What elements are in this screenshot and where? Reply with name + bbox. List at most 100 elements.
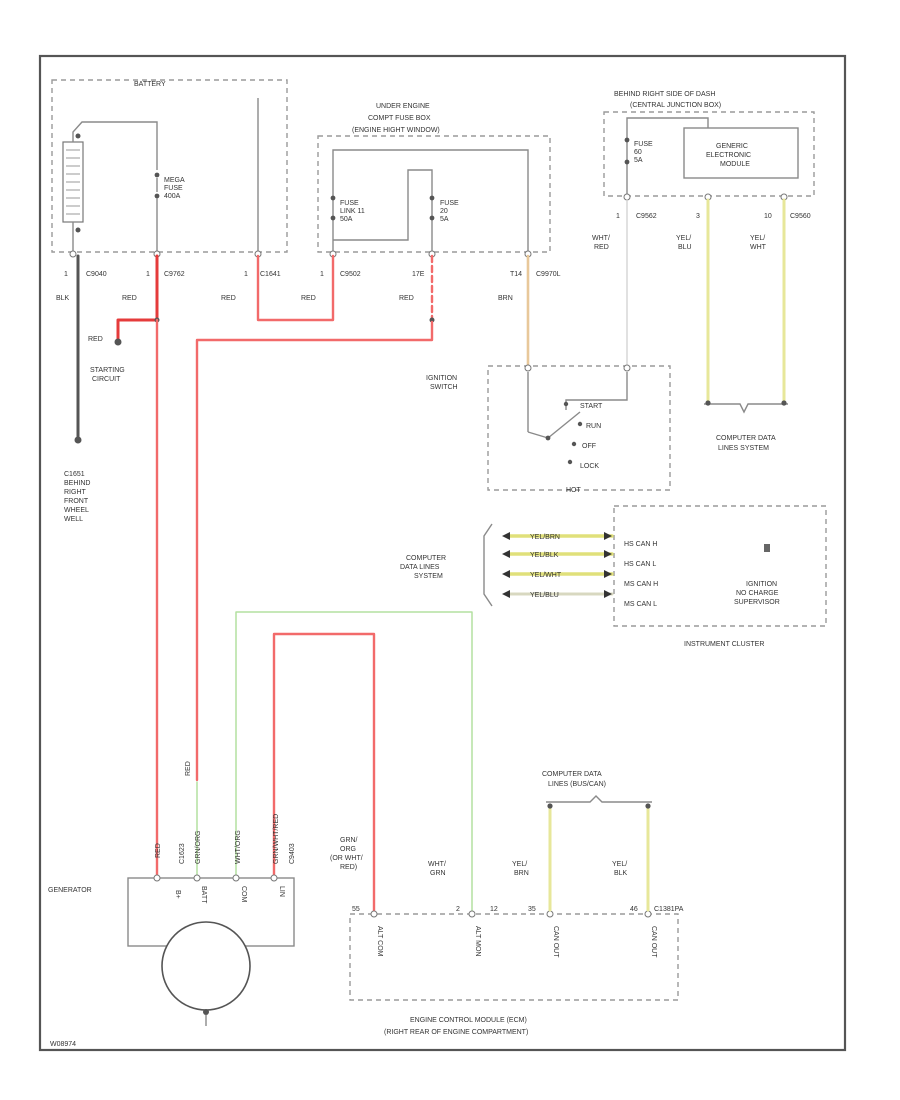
ecm-pin-num-5: 46 — [630, 906, 638, 913]
grn-connector-label: C9403 — [289, 843, 296, 864]
ecm-pin-num-4: 35 — [528, 906, 536, 913]
ecm-pin-alt-mon: ALT MON — [474, 926, 481, 956]
brn-wire-label: BRN — [498, 295, 513, 302]
underhood-fusebox-group: UNDER ENGINE COMPT FUSE BOX (ENGINE HIGH… — [317, 103, 551, 258]
alt-com-red-wire — [272, 632, 376, 914]
ecm-title-1: ENGINE CONTROL MODULE (ECM) — [410, 1017, 527, 1024]
red-wire-label-1: RED — [122, 295, 137, 302]
generator-label: GENERATOR — [48, 887, 92, 894]
red-top-label: RED — [185, 761, 192, 776]
red-gen-label: RED — [155, 843, 162, 858]
cluster-wire-3: YEL/WHT — [530, 572, 562, 579]
starting-red-label: RED — [88, 336, 103, 343]
grn-wht-gen-label: GRN/WHT/RED — [273, 814, 280, 864]
instrument-cluster-title: INSTRUMENT CLUSTER — [684, 641, 764, 648]
wht-org-gen-label: WHT/ORG — [235, 830, 242, 864]
yel-blu-label: YEL/BLU — [676, 235, 692, 251]
ignition-switch-box — [487, 365, 671, 491]
fusebox-box — [317, 135, 551, 253]
diagram-frame — [38, 54, 847, 1052]
yel-brn-ecm-label: YEL/BRN — [512, 861, 529, 877]
gem-module — [683, 127, 799, 179]
battery-pin-3: 1 — [244, 271, 248, 278]
fuse20-generator-red-wire — [195, 320, 434, 782]
ecm-pin-num-3: 12 — [490, 906, 498, 913]
junction-pin-1: 1 — [616, 213, 620, 220]
wht-grn-label: WHT/GRN — [428, 861, 446, 877]
junction-pin-3: 10 — [764, 213, 772, 220]
wht-red-label: WHT/RED — [592, 235, 610, 251]
diagram-code: W08974 — [50, 1041, 76, 1048]
ecm-group: 55 2 12 35 46 C1381PA ALT COM ALT MON CA… — [349, 906, 684, 1036]
charge-indicator-icon — [764, 544, 770, 552]
generator-pin-com: COM — [240, 886, 247, 903]
fuselink-red-wire — [256, 254, 335, 322]
grn-org-label: GRN/ORG(OR WHT/RED) — [330, 837, 363, 871]
battery-pin-2: 1 — [146, 271, 150, 278]
ignition-pos-run: RUN — [586, 423, 601, 430]
ecm-box — [349, 913, 679, 1001]
grn-gen-label: GRN/ORG — [195, 831, 202, 864]
fusebox-connector-1: C9502 — [340, 271, 361, 278]
fusebox-title-2: COMPT FUSE BOX — [368, 115, 431, 122]
ecm-title-2: (RIGHT REAR OF ENGINE COMPARTMENT) — [384, 1029, 528, 1036]
red-wire-label-4: RED — [399, 295, 414, 302]
cluster-wire-2: YEL/BLK — [530, 552, 559, 559]
ignition-pos-off: OFF — [582, 443, 596, 450]
fusebox-pin-2: 17E — [412, 271, 425, 278]
ecm-pin-num-2: 2 — [456, 906, 460, 913]
junction-pin-2: 3 — [696, 213, 700, 220]
fusebox-connector-2: C9970L — [536, 271, 561, 278]
yel-blk-ecm-label: YEL/BLK — [612, 861, 628, 877]
alt-mon-green-wire — [235, 611, 473, 913]
junction-connector-1: C9562 — [636, 213, 657, 220]
ecm-connector-label: C1381PA — [654, 906, 684, 913]
yel-wht-label: YEL/WHT — [750, 235, 767, 251]
right-junction-group: BEHIND RIGHT SIDE OF DASH (CENTRAL JUNCT… — [603, 91, 815, 201]
ecm-pin-num-1: 55 — [352, 906, 360, 913]
ecm-pin-can-out-1: CAN OUT — [552, 926, 559, 958]
generator-symbol — [161, 921, 251, 1011]
battery-pin-1: 1 — [64, 271, 68, 278]
fusebox-pin-3: T14 — [510, 271, 522, 278]
cluster-data-wires — [483, 523, 614, 607]
cluster-pin-2: HS CAN L — [624, 561, 656, 568]
ecm-pin-alt-com: ALT COM — [376, 926, 383, 957]
instrument-cluster-group: INSTRUMENT CLUSTER HS CAN H HS CAN L MS … — [613, 505, 827, 648]
junction-connector-2: C9560 — [790, 213, 811, 220]
starting-red-wire — [116, 254, 159, 344]
fusebox-title-3: (ENGINE HIGHT WINDOW) — [352, 127, 440, 134]
generator-pin-batt: BATT — [200, 886, 207, 904]
battery-connector-1: C9040 — [86, 271, 107, 278]
battery-label: BATTERY — [134, 81, 166, 88]
generator-pin-bplus: B+ — [174, 890, 181, 899]
fusebox-pin-1: 1 — [320, 271, 324, 278]
generator-pin-lin: LIN — [278, 886, 285, 897]
battery-box — [51, 79, 288, 253]
generator-group: GENERATOR B+ BATT COM LIN — [48, 874, 295, 1026]
ignition-pos-start: START — [580, 403, 603, 410]
cluster-pin-3: MS CAN H — [624, 581, 658, 588]
blk-wire-label: BLK — [56, 295, 70, 302]
cluster-wire-1: YEL/BRN — [530, 534, 560, 541]
cluster-pin-4: MS CAN L — [624, 601, 657, 608]
red-connector-label: C1623 — [179, 843, 186, 864]
red-wire-label-2: RED — [221, 295, 236, 302]
junction-title-2: (CENTRAL JUNCTION BOX) — [630, 102, 721, 109]
instrument-cluster-box — [613, 505, 827, 627]
ignition-bottom-label: HOT — [566, 487, 582, 494]
battery-positive-lead — [72, 121, 158, 170]
